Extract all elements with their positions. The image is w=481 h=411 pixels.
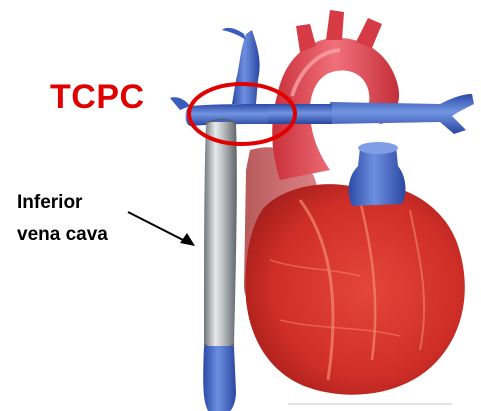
heart-body [246, 184, 465, 395]
tcpc-label: TCPC [50, 78, 145, 117]
pulmonary-stump [349, 146, 406, 206]
pulmonary-artery-right [330, 94, 474, 134]
lower-ivc [203, 346, 236, 411]
ivc-label-line2: vena cava [17, 224, 108, 246]
arrow-icon [128, 212, 187, 242]
superior-vena-cava [232, 30, 260, 104]
ivc-label-line1: Inferior [17, 192, 82, 214]
extracardiac-conduit [204, 122, 237, 346]
